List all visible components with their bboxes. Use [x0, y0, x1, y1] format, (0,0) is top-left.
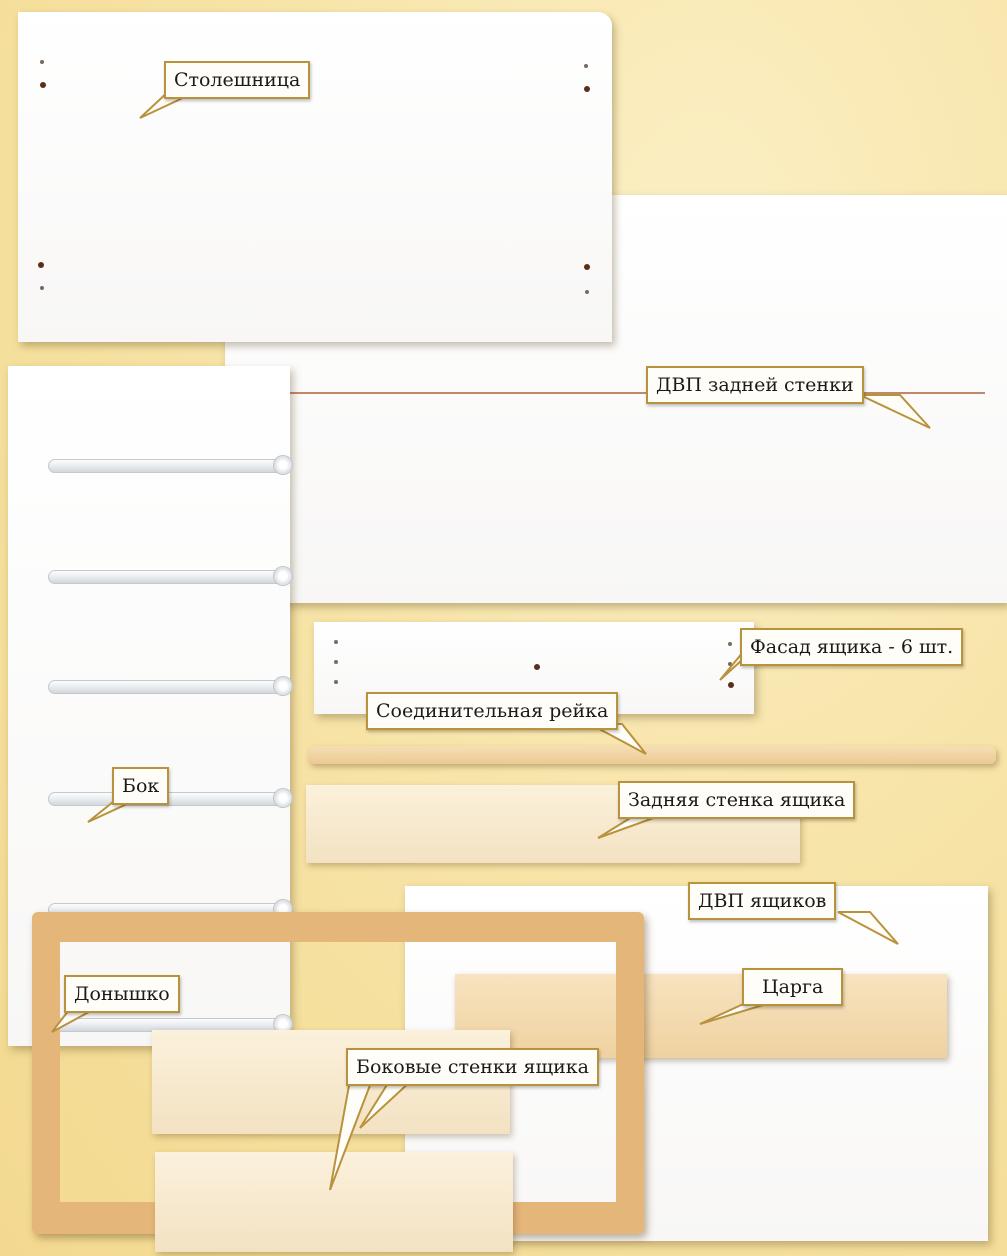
- label-bottom: Донышко: [64, 975, 180, 1013]
- label-back-panel: ДВП задней стенки: [646, 366, 864, 404]
- label-side: Бок: [112, 767, 170, 805]
- apron-board: [455, 974, 947, 1058]
- label-drawer-bottoms: ДВП ящиков: [688, 882, 837, 920]
- label-drawer-front: Фасад ящика - 6 шт.: [740, 628, 964, 666]
- label-apron: Царга: [742, 968, 844, 1006]
- label-drawer-sides: Боковые стенки ящика: [346, 1048, 599, 1086]
- label-countertop: Столешница: [164, 61, 311, 99]
- connecting-rail: [308, 746, 996, 764]
- countertop-panel: [18, 12, 612, 342]
- label-connecting-rail: Соединительная рейка: [366, 692, 619, 730]
- label-drawer-back: Задняя стенка ящика: [618, 781, 856, 819]
